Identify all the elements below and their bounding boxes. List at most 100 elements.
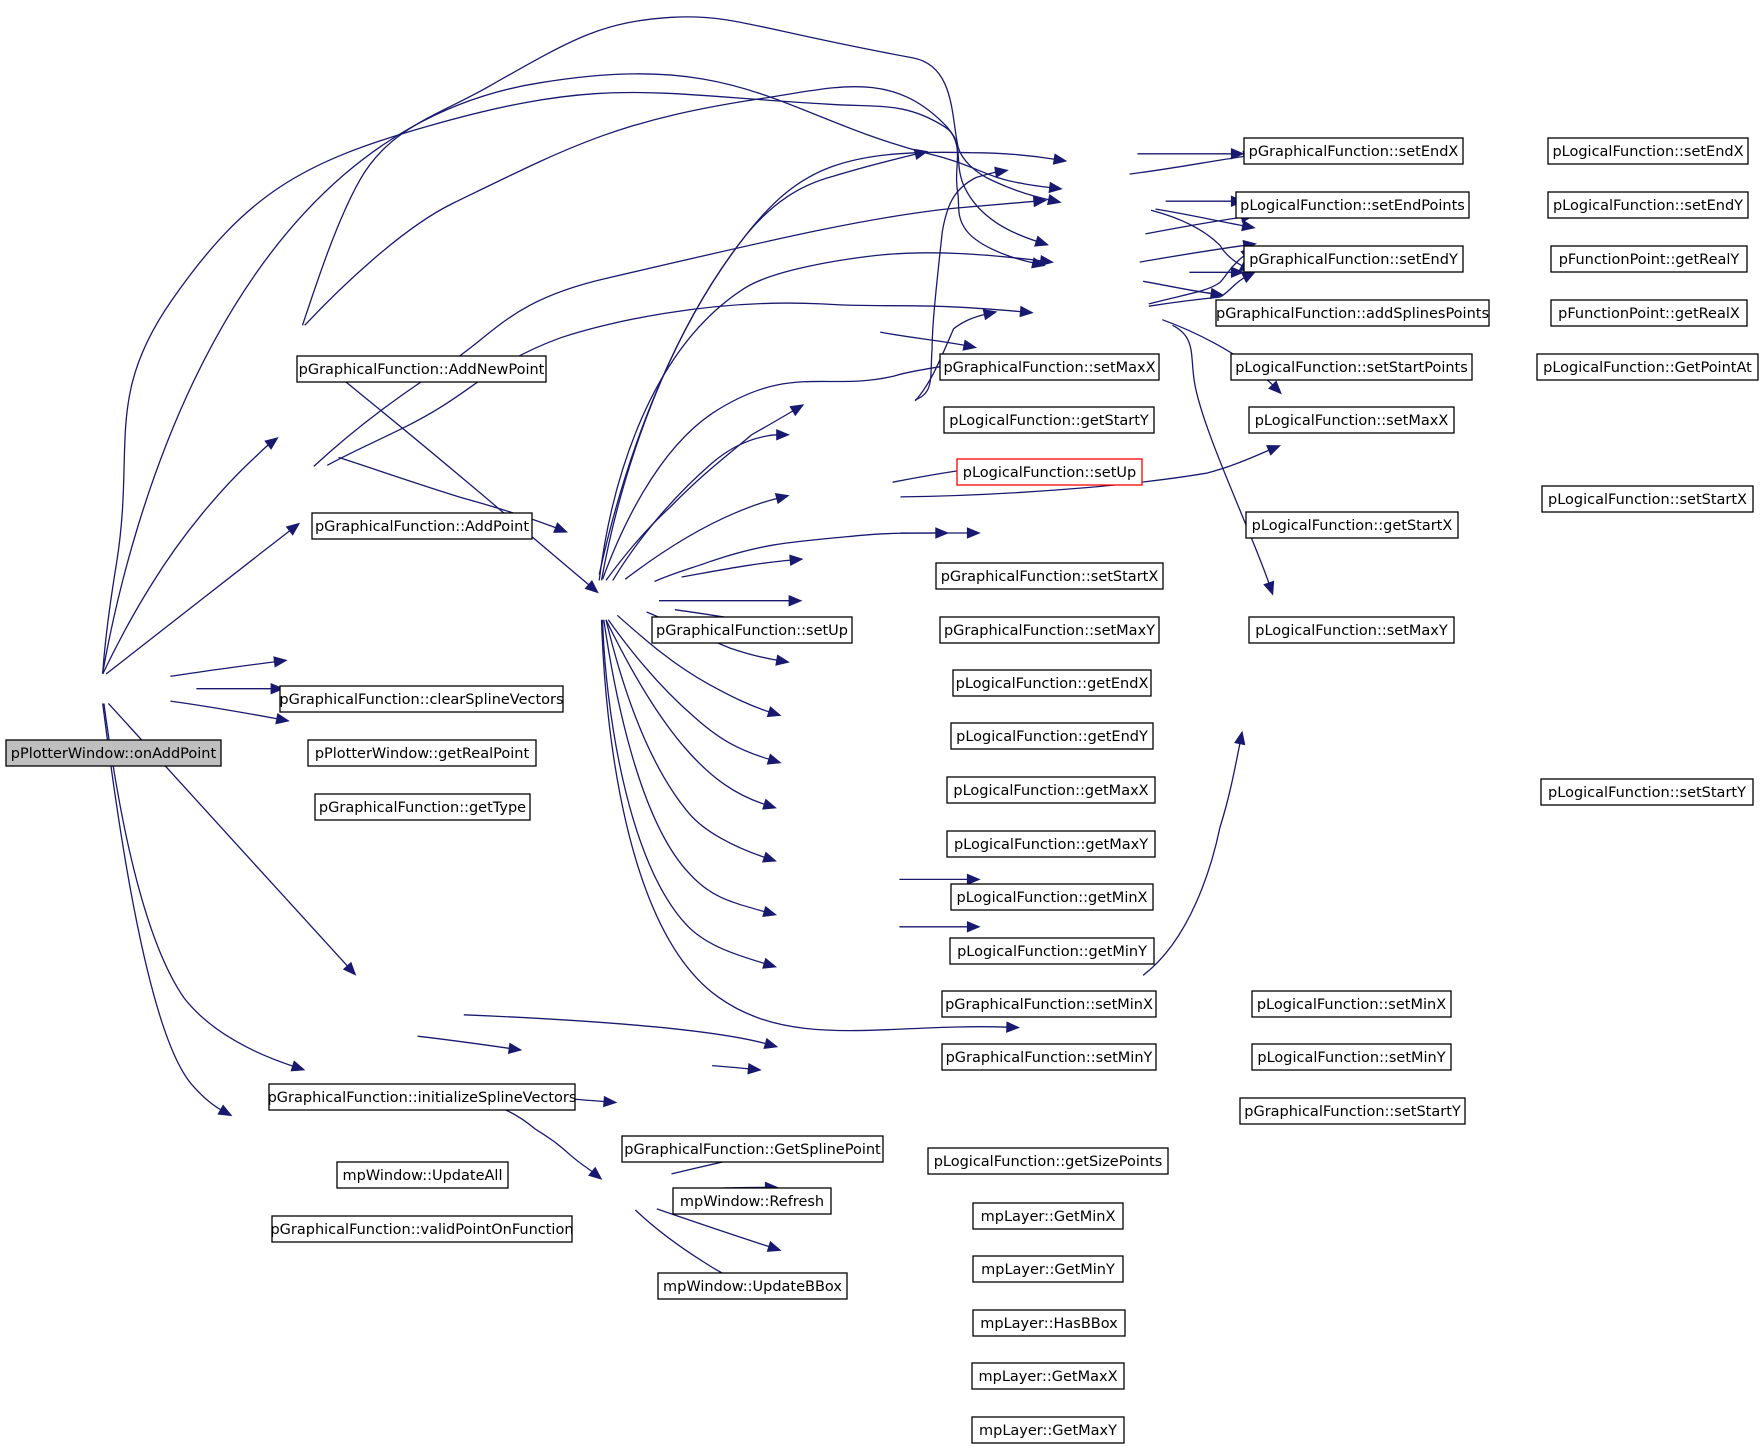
node-lf-getmaxy[interactable]: pLogicalFunction::getMaxY xyxy=(946,830,1156,858)
node-label: mpLayer::HasBBox xyxy=(980,1316,1118,1332)
arrowhead-gf_addsplines-to-fp_getrealx xyxy=(1230,266,1245,279)
node-label: pGraphicalFunction::setMaxY xyxy=(944,623,1155,639)
node-fp-getrealx[interactable]: pFunctionPoint::getRealX xyxy=(1550,299,1748,327)
node-lf-getendx[interactable]: pLogicalFunction::getEndX xyxy=(952,669,1152,697)
arrowhead-gf_getsplinepoint-to-lf_getsizepoints xyxy=(747,1063,762,1075)
arrowhead-gf_addpoint-to-lf_setendpoints xyxy=(1032,195,1048,208)
node-gf-setup[interactable]: pGraphicalFunction::setUp xyxy=(651,616,853,644)
arrowhead-gf_setup-to-gf_setminx xyxy=(762,905,778,917)
node-label: pLogicalFunction::getMaxX xyxy=(953,783,1148,799)
node-mpl-getminy[interactable]: mpLayer::GetMinY xyxy=(972,1255,1124,1283)
edge-gf_addpoint-to-lf_setendpoints xyxy=(313,200,1036,467)
node-label: pGraphicalFunction::AddPoint xyxy=(315,519,529,535)
arrowhead-gf_addsplines-to-lf_getpointat xyxy=(1209,287,1225,300)
node-label: pLogicalFunction::getMinY xyxy=(957,944,1147,960)
node-box xyxy=(1541,485,1754,513)
node-gf-initspline[interactable]: pGraphicalFunction::initializeSplineVect… xyxy=(268,1083,577,1111)
node-label: pLogicalFunction::getMinX xyxy=(957,890,1148,906)
node-gf-setminx[interactable]: pGraphicalFunction::setMinX xyxy=(941,990,1157,1018)
node-label: pLogicalFunction::setEndX xyxy=(1552,144,1743,160)
edge-gf_setstartx-to-lf_setstartx xyxy=(900,448,1271,498)
node-gf-setmaxx[interactable]: pGraphicalFunction::setMaxX xyxy=(939,353,1160,381)
edge-root-to-gf_gettype xyxy=(170,700,279,720)
node-lf-setminx[interactable]: pLogicalFunction::setMinX xyxy=(1251,990,1452,1018)
node-gf-setstartx[interactable]: pGraphicalFunction::setStartX xyxy=(935,562,1164,590)
node-gf-addnewpoint[interactable]: pGraphicalFunction::AddNewPoint xyxy=(296,355,547,383)
node-box xyxy=(941,1043,1157,1071)
node-box xyxy=(1235,191,1470,219)
node-label: pLogicalFunction::setMaxX xyxy=(1255,413,1449,429)
node-fp-getrealy[interactable]: pFunctionPoint::getRealY xyxy=(1550,245,1748,273)
node-lf-setendpoints[interactable]: pLogicalFunction::setEndPoints xyxy=(1235,191,1470,219)
node-label: pLogicalFunction::getMaxY xyxy=(954,837,1148,853)
node-box xyxy=(1248,406,1455,434)
node-label: pGraphicalFunction::initializeSplineVect… xyxy=(268,1090,577,1106)
node-box xyxy=(1547,137,1749,165)
node-lf-getmaxx[interactable]: pLogicalFunction::getMaxX xyxy=(946,776,1156,804)
node-mpl-getmaxy[interactable]: mpLayer::GetMaxY xyxy=(971,1416,1125,1444)
node-box xyxy=(971,1362,1125,1390)
node-lf-setup[interactable]: pLogicalFunction::setUp xyxy=(956,458,1143,486)
node-mpl-getminx[interactable]: mpLayer::GetMinX xyxy=(972,1202,1124,1230)
arrowhead-gf_addnewpoint-to-lf_setendpoints xyxy=(1046,193,1062,206)
node-gf-gettype[interactable]: pGraphicalFunction::getType xyxy=(314,793,531,821)
node-lf-getminx[interactable]: pLogicalFunction::getMinX xyxy=(950,883,1154,911)
edge-gf_setup-to-lf_setendpoints xyxy=(598,151,1057,575)
node-mpl-getmaxx[interactable]: mpLayer::GetMaxX xyxy=(971,1362,1125,1390)
node-lf-getsizepoints[interactable]: pLogicalFunction::getSizePoints xyxy=(927,1147,1169,1175)
node-lf-setendx[interactable]: pLogicalFunction::setEndX xyxy=(1547,137,1749,165)
node-gf-setendx[interactable]: pGraphicalFunction::setEndX xyxy=(1243,137,1464,165)
node-mw-refresh[interactable]: mpWindow::Refresh xyxy=(672,1187,832,1215)
node-lf-setstartx[interactable]: pLogicalFunction::setStartX xyxy=(1541,485,1754,513)
node-mpl-hasbbox[interactable]: mpLayer::HasBBox xyxy=(972,1309,1126,1337)
node-label: pPlotterWindow::getRealPoint xyxy=(315,746,530,762)
node-lf-getstarty[interactable]: pLogicalFunction::getStartY xyxy=(943,406,1155,434)
edge-gf_addnewpoint-to-gf_setup xyxy=(316,357,591,587)
arrowhead-gf_setmaxx-to-lf_setmaxx xyxy=(962,339,978,351)
arrowhead-root-to-pw_getrealpoint xyxy=(270,682,285,695)
arrowhead-root-to-gf_addsplines xyxy=(1034,235,1049,247)
edge-gf_setup-to-gf_setminx xyxy=(603,619,767,913)
node-box xyxy=(621,1135,884,1163)
edge-gf_addnewpoint-to-lf_setendpoints xyxy=(301,16,1051,326)
node-lf-getminy[interactable]: pLogicalFunction::getMinY xyxy=(949,937,1155,965)
node-lf-setstarty[interactable]: pLogicalFunction::setStartY xyxy=(1540,778,1754,806)
node-gf-clearspline[interactable]: pGraphicalFunction::clearSplineVectors xyxy=(279,685,564,713)
node-lf-setminy[interactable]: pLogicalFunction::setMinY xyxy=(1251,1043,1452,1071)
arrowhead-mw_updatebbox-to-mpl_getmaxx xyxy=(766,1240,782,1252)
node-gf-setminy[interactable]: pGraphicalFunction::setMinY xyxy=(941,1043,1157,1071)
node-gf-setendy[interactable]: pGraphicalFunction::setEndY xyxy=(1243,245,1464,273)
node-label: pGraphicalFunction::getType xyxy=(319,800,526,816)
node-lf-setendy[interactable]: pLogicalFunction::setEndY xyxy=(1547,191,1749,219)
node-box xyxy=(1248,616,1455,644)
node-lf-getstartx[interactable]: pLogicalFunction::getStartX xyxy=(1245,511,1459,539)
arrowhead-gf_addpoint-to-lf_setstartpoints xyxy=(1019,305,1034,318)
node-lf-setstartpoints[interactable]: pLogicalFunction::setStartPoints xyxy=(1230,353,1473,381)
arrowhead-root-to-gf_initspline xyxy=(342,961,357,976)
arrowhead-gf_setup-to-lf_getmaxx xyxy=(766,706,782,718)
node-gf-addpoint[interactable]: pGraphicalFunction::AddPoint xyxy=(311,512,533,540)
node-gf-setmaxy[interactable]: pGraphicalFunction::setMaxY xyxy=(939,616,1160,644)
node-gf-setstarty[interactable]: pGraphicalFunction::setStartY xyxy=(1239,1097,1466,1125)
node-label: pFunctionPoint::getRealX xyxy=(1558,306,1740,322)
node-gf-getsplinepoint[interactable]: pGraphicalFunction::GetSplinePoint xyxy=(621,1135,884,1163)
node-lf-setmaxx[interactable]: pLogicalFunction::setMaxX xyxy=(1248,406,1455,434)
node-gf-validpoint[interactable]: pGraphicalFunction::validPointOnFunction xyxy=(270,1215,574,1243)
arrowhead-lf_setstartpoints-to-lf_setstarty xyxy=(1263,580,1275,596)
edge-root-to-gf_validpoint xyxy=(102,703,223,1112)
arrowhead-gf_setup-to-gf_setstartx xyxy=(789,554,804,566)
arrowhead-lf_setup-to-lf_setstartpoints xyxy=(982,309,998,321)
node-lf-getpointat[interactable]: pLogicalFunction::GetPointAt xyxy=(1536,353,1759,381)
edge-gf_setup-to-lf_getmaxx xyxy=(616,614,771,714)
node-lf-setmaxy[interactable]: pLogicalFunction::setMaxY xyxy=(1248,616,1455,644)
edge-gf_addpoint-to-lf_setstartpoints xyxy=(326,302,1023,466)
node-root[interactable]: pPlotterWindow::onAddPoint xyxy=(5,739,222,767)
node-mw-updateall[interactable]: mpWindow::UpdateAll xyxy=(336,1161,509,1189)
node-pw-getrealpoint[interactable]: pPlotterWindow::getRealPoint xyxy=(307,739,537,767)
edge-gf_addsplines-to-lf_getpointat xyxy=(1142,280,1214,295)
node-lf-getendy[interactable]: pLogicalFunction::getEndY xyxy=(950,722,1154,750)
node-gf-addsplines[interactable]: pGraphicalFunction::addSplinesPoints xyxy=(1215,299,1490,327)
arrowhead-lf_setstartpoints-to-fp_getrealx xyxy=(1241,271,1256,284)
node-mw-updatebbox[interactable]: mpWindow::UpdateBBox xyxy=(657,1272,848,1300)
